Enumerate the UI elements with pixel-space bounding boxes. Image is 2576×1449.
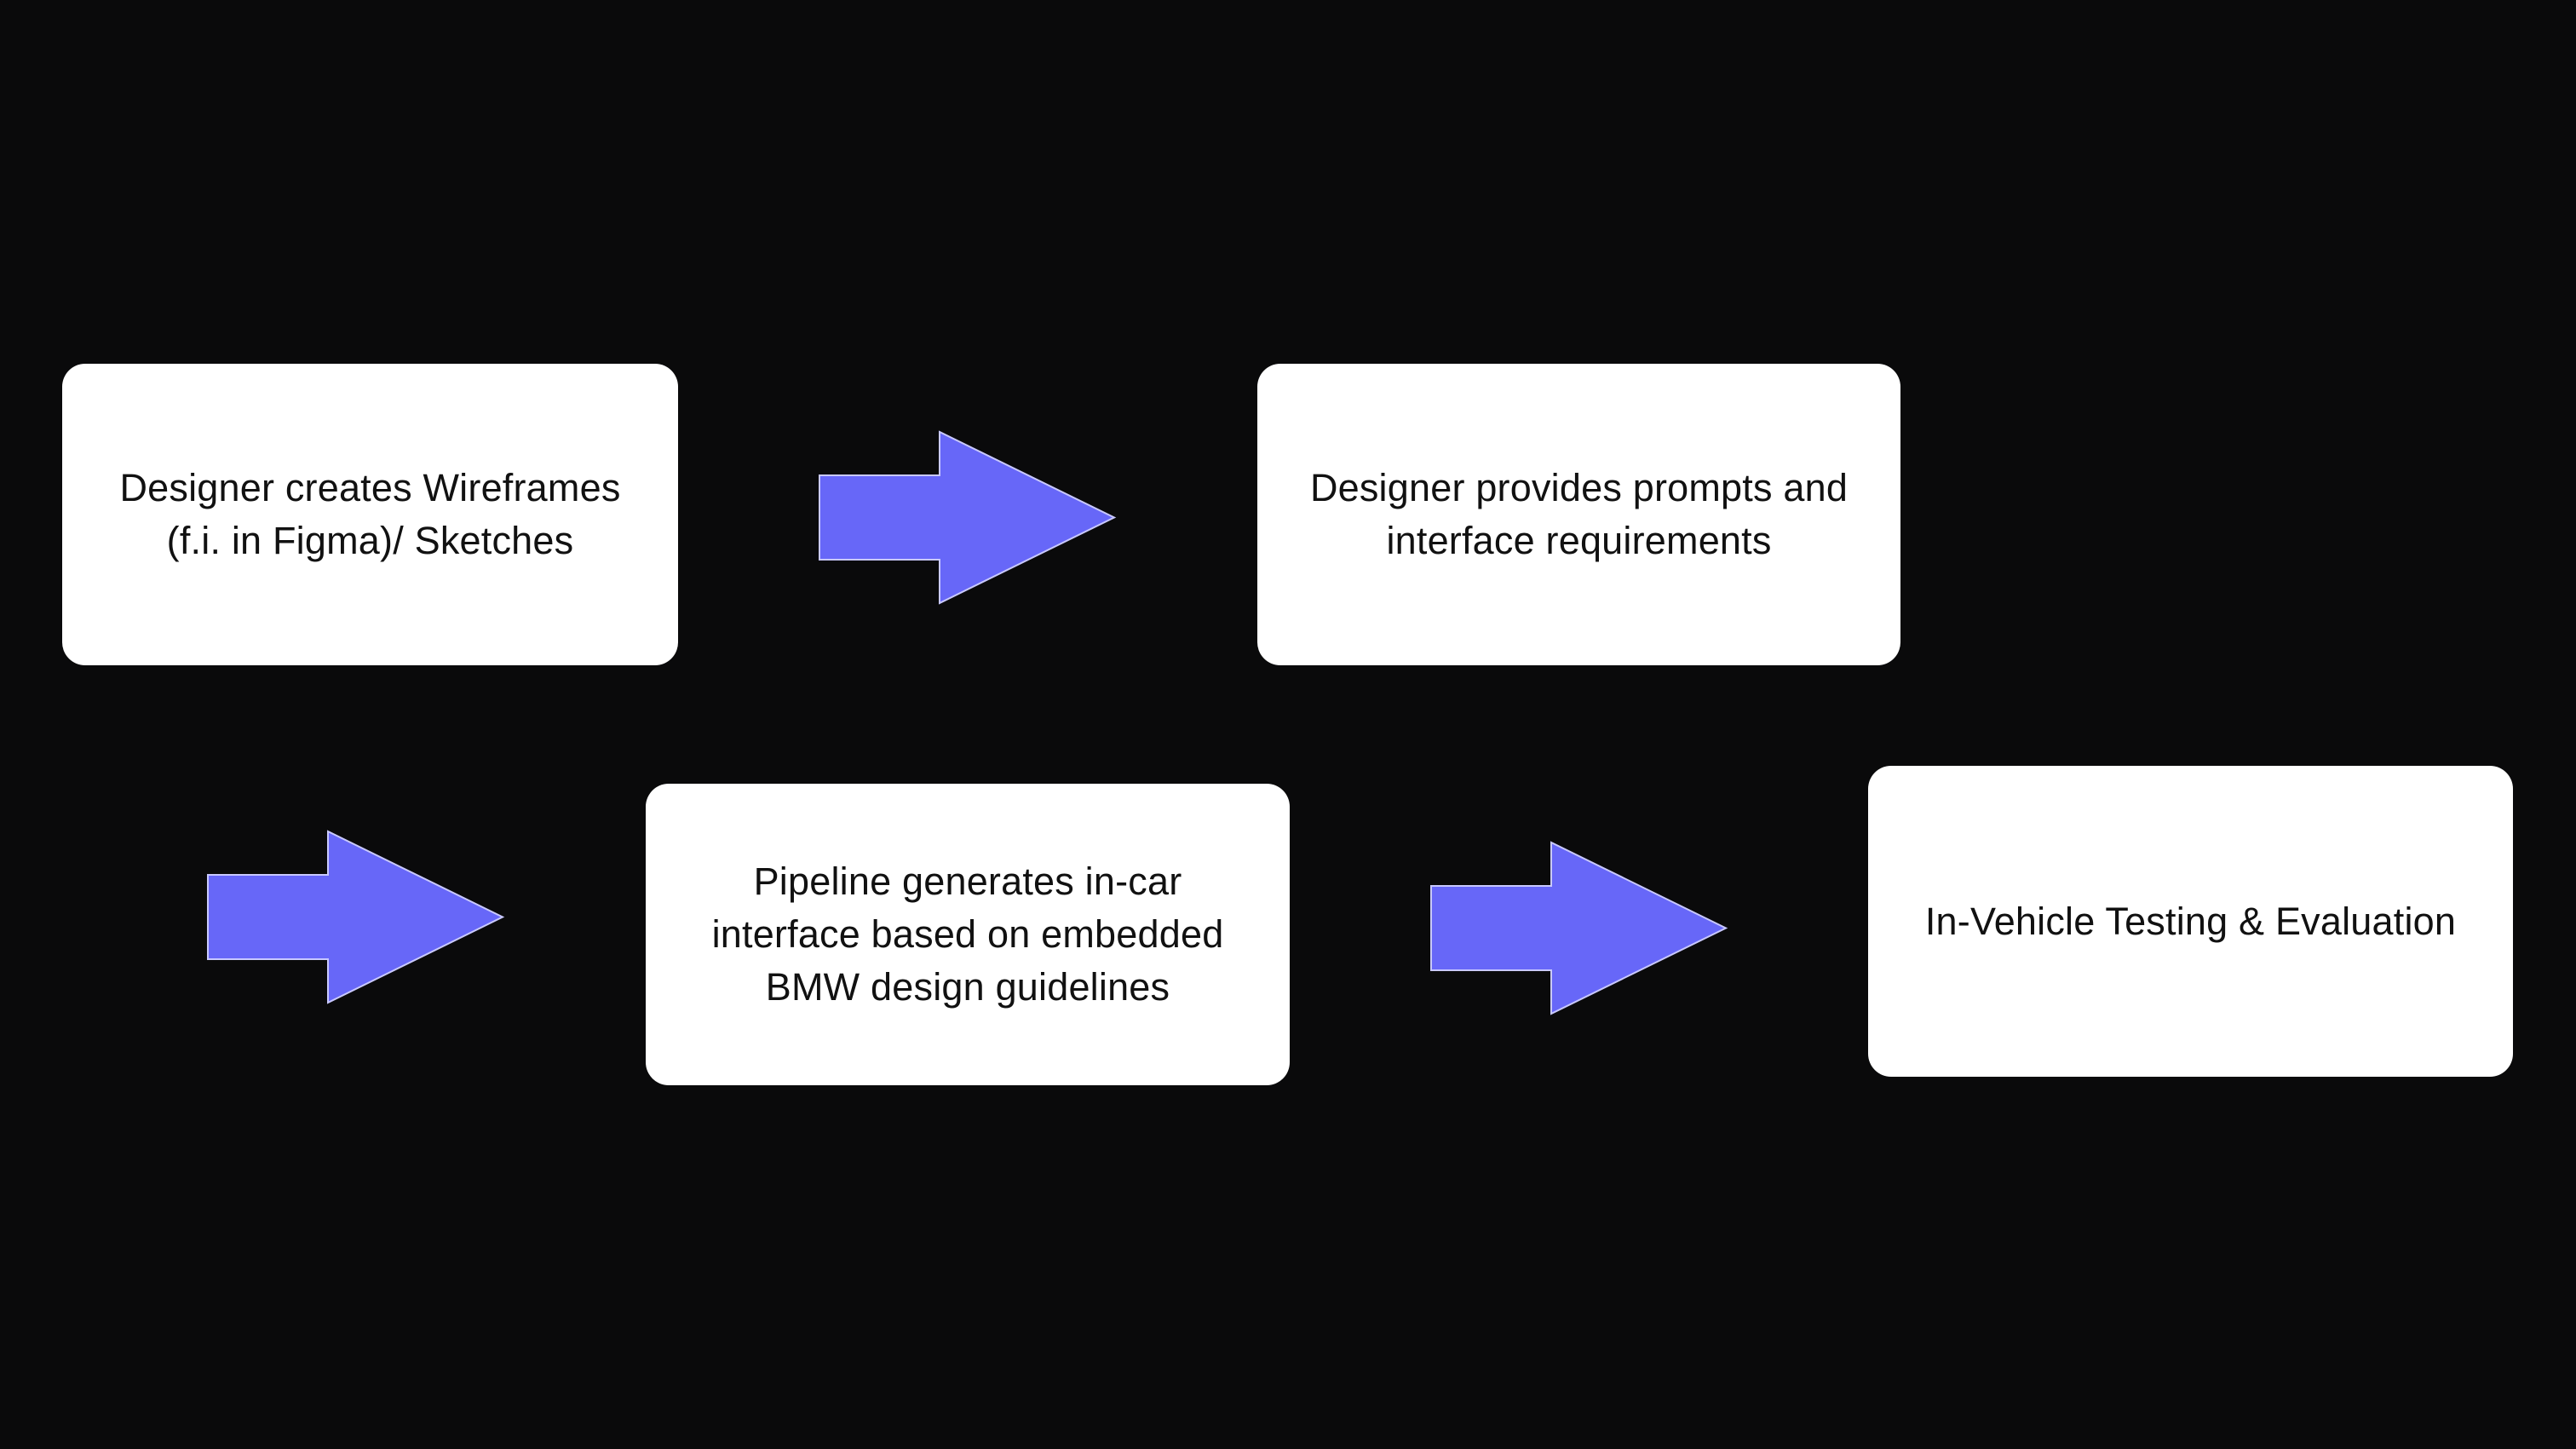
step-label-prompts: Designer provides prompts and interface … bbox=[1309, 466, 1849, 562]
step-label-testing: In-Vehicle Testing & Evaluation bbox=[1924, 899, 2457, 943]
step-box-prompts: Designer provides prompts and interface … bbox=[1257, 364, 1900, 665]
arrow-right-icon bbox=[207, 830, 505, 1004]
step-label-wireframes: Designer creates Wireframes (f.i. in Fig… bbox=[119, 466, 621, 562]
step-box-pipeline: Pipeline generates in-car interface base… bbox=[646, 784, 1290, 1085]
arrow-right-icon bbox=[819, 430, 1117, 605]
step-box-testing: In-Vehicle Testing & Evaluation bbox=[1868, 766, 2513, 1077]
step-label-pipeline: Pipeline generates in-car interface base… bbox=[711, 860, 1224, 1009]
arrow-right-icon bbox=[1430, 841, 1728, 1015]
step-box-wireframes: Designer creates Wireframes (f.i. in Fig… bbox=[62, 364, 678, 665]
